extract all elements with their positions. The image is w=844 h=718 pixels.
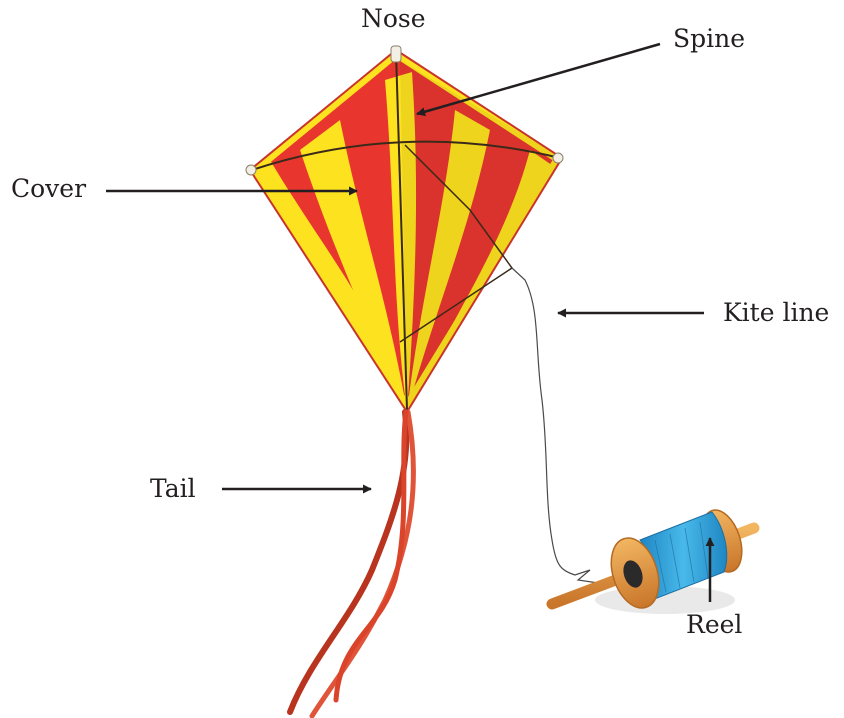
kite-tail bbox=[290, 412, 413, 716]
reel-label: Reel bbox=[686, 612, 742, 637]
spine-label: Spine bbox=[673, 26, 745, 51]
spine-arrow bbox=[417, 44, 660, 114]
left-tip-cap bbox=[246, 165, 256, 175]
nose-label: Nose bbox=[361, 6, 426, 31]
right-tip-cap bbox=[553, 153, 563, 163]
reel bbox=[552, 505, 754, 614]
kite bbox=[230, 40, 580, 430]
kite-line-label: Kite line bbox=[723, 300, 829, 325]
cover-label: Cover bbox=[11, 176, 86, 201]
nose-cap bbox=[391, 46, 401, 62]
tail-label: Tail bbox=[150, 476, 196, 501]
kite-line-string bbox=[512, 268, 605, 584]
